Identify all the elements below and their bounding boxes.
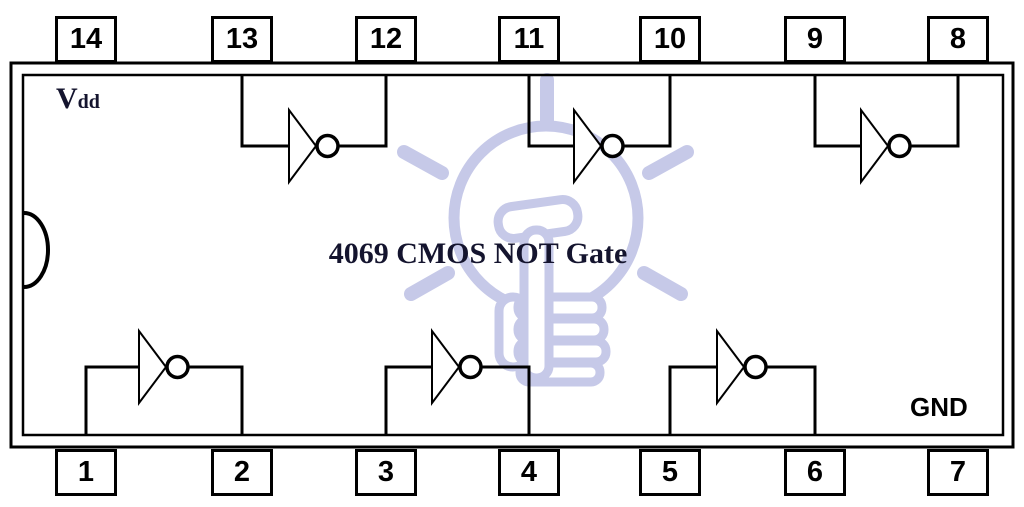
vdd-label: Vdd	[56, 82, 100, 116]
chip-title: 4069 CMOS NOT Gate	[328, 237, 628, 270]
pin-box-3: 3	[355, 449, 417, 496]
inverter-gate-3	[813, 76, 960, 185]
ic-body	[9, 61, 1015, 449]
pin-box-5: 5	[639, 449, 701, 496]
pin-box-14: 14	[55, 16, 117, 63]
pin1-notch	[23, 211, 50, 289]
pin-box-9: 9	[784, 16, 846, 63]
inverter-gate-4	[84, 328, 244, 434]
ic-outer-border	[9, 61, 1015, 449]
pin-box-8: 8	[927, 16, 989, 63]
pin-box-2: 2	[211, 449, 273, 496]
pin-box-1: 1	[55, 449, 117, 496]
pin-box-10: 10	[639, 16, 701, 63]
pin-box-6: 6	[784, 449, 846, 496]
pin-box-11: 11	[498, 16, 560, 63]
inverter-gate-5	[384, 328, 531, 434]
pin-box-13: 13	[211, 16, 273, 63]
pin-box-4: 4	[498, 449, 560, 496]
pin-box-12: 12	[355, 16, 417, 63]
gnd-label: GND	[910, 392, 968, 422]
ic-inner-border	[21, 73, 1005, 437]
light-bulb-watermark-icon	[397, 73, 694, 387]
pin-box-7: 7	[927, 449, 989, 496]
inverter-gate-1	[240, 76, 388, 185]
inverter-gate-6	[668, 328, 817, 434]
vdd-label-main: V	[56, 82, 78, 115]
inverter-gate-2	[527, 76, 672, 185]
vdd-label-sub: dd	[77, 91, 100, 113]
